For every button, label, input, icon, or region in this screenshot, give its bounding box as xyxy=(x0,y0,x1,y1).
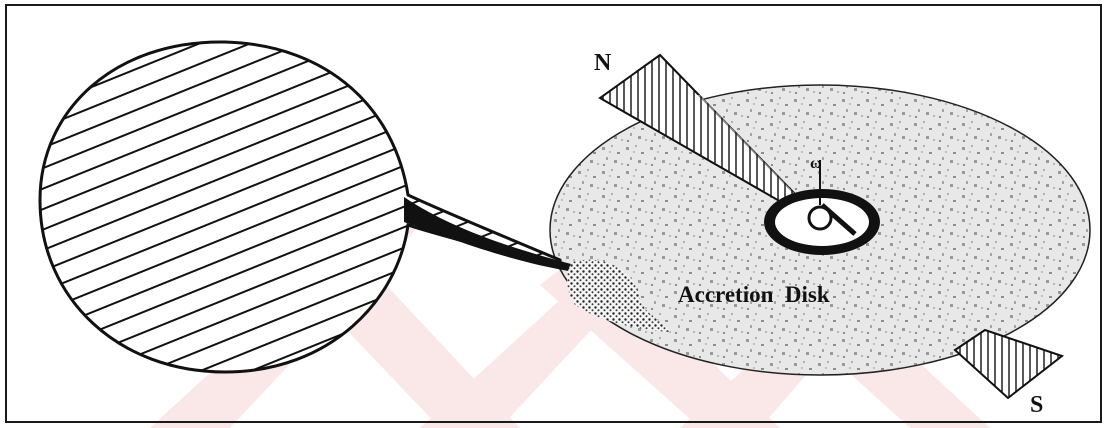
south-jet xyxy=(955,330,1062,398)
north-label: N xyxy=(594,50,612,76)
compact-star xyxy=(809,207,831,229)
disk-label: Accretion Disk xyxy=(678,282,830,307)
spin-symbol: ω xyxy=(810,155,822,172)
south-label: S xyxy=(1030,392,1043,418)
donor-star xyxy=(40,42,560,372)
